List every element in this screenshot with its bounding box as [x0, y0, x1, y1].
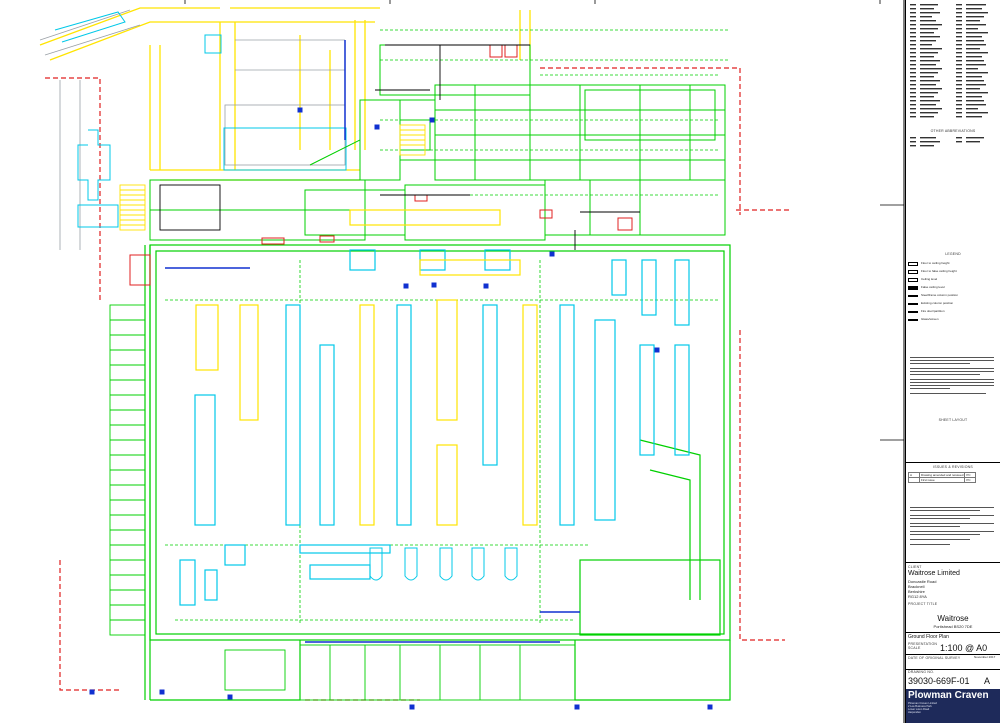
- abbreviations-list: [908, 2, 998, 130]
- title-block: OTHER ABBREVIATIONS LEGEND Floor to ceil…: [905, 0, 1000, 723]
- legend-swatch: [908, 278, 918, 282]
- floor-plan-drawing: [39, 0, 905, 723]
- drawing-number: 39030-669F-01: [908, 676, 970, 686]
- rev-desc: Drawing amended and reissued: [918, 472, 966, 478]
- table-row: First issue PC: [908, 477, 977, 483]
- column-markers: [89, 107, 713, 710]
- legend-item: Fire door/partition: [908, 308, 998, 316]
- legend-label: Floor to ceiling height: [921, 262, 950, 266]
- legend-label: Floor to false ceiling height: [921, 270, 957, 274]
- scale-label: PRESENTATION SCALE: [908, 642, 938, 650]
- notes-block: [908, 355, 998, 410]
- legend-item: Ceiling level: [908, 276, 998, 284]
- sheet-title: Ground Floor Plan: [908, 634, 949, 640]
- table-row: A Drawing amended and reissued PC: [908, 472, 977, 478]
- checkouts: [369, 547, 518, 581]
- road-markings: [39, 7, 531, 181]
- legend-swatch: [908, 319, 918, 321]
- client-address: Doncastle Road Bracknell Berkshire RG12 …: [908, 579, 998, 599]
- legend-item: Floor to ceiling height: [908, 260, 998, 268]
- logo-line: Lower Luton Road: [908, 708, 930, 711]
- survey-date-label: DATE OF ORIGINAL SURVEY: [908, 656, 961, 660]
- service-lines: [165, 29, 730, 625]
- grid-ticks: [184, 0, 904, 441]
- legend-swatch: [908, 295, 918, 297]
- rev-by: PC: [964, 477, 977, 483]
- lift-core: [129, 44, 633, 286]
- legend-heading: LEGEND: [945, 252, 961, 256]
- issues-heading: ISSUES & REVISIONS: [933, 465, 973, 469]
- legend-label: Ceiling level: [921, 278, 938, 282]
- address-line: Berkshire: [908, 589, 925, 594]
- drawing-no-label: DRAWING No.: [908, 670, 935, 674]
- client-label: CLIENT: [908, 565, 922, 569]
- south-car-park: [224, 644, 576, 701]
- parking-bays: [109, 304, 146, 636]
- legend-swatch: [908, 303, 918, 305]
- legend-item: Glass/screen: [908, 316, 998, 324]
- display-units-yellow: [195, 209, 538, 526]
- address-line: RG12 8YA: [908, 594, 927, 599]
- plant-fixtures: [54, 11, 347, 228]
- disclaimer-block: [908, 505, 998, 555]
- site-boundary: [45, 67, 790, 701]
- legend-label: Fire door/partition: [921, 310, 945, 314]
- legend-swatch: [908, 270, 918, 274]
- revisions-table: A Drawing amended and reissued PC First …: [908, 472, 977, 483]
- legend-swatch: [908, 262, 918, 266]
- legend: Floor to ceiling height Floor to false c…: [908, 260, 998, 324]
- legend-label: False ceiling level: [921, 286, 945, 290]
- legend-item: Floor to false ceiling height: [908, 268, 998, 276]
- other-abbreviations-heading: OTHER ABBREVIATIONS: [930, 129, 976, 133]
- scale-value: 1:100 @ A0: [940, 643, 988, 653]
- revision-letter: A: [984, 676, 991, 686]
- legend-item: Steel/frame column position: [908, 292, 998, 300]
- legend-label: Steel/frame column position: [921, 294, 959, 298]
- project-address: Portishead BS20 7DE: [933, 624, 973, 629]
- legend-swatch: [908, 311, 918, 313]
- abbreviations-text-block: [910, 4, 988, 118]
- project-label: PROJECT TITLE: [908, 602, 938, 606]
- blue-wall-lines: [165, 40, 580, 643]
- staircase: [119, 124, 426, 231]
- rev-cell: [908, 477, 920, 483]
- back-of-house: [149, 44, 726, 241]
- client-name: Waitrose Limited: [908, 570, 960, 577]
- legend-item: Existing column position: [908, 300, 998, 308]
- kerb-lines: [39, 9, 346, 250]
- logo-line: 2 Lea Business Park: [908, 705, 932, 708]
- structure-lines: [159, 44, 640, 250]
- project-name: Waitrose: [937, 614, 969, 623]
- legend-label: Glass/screen: [921, 318, 939, 322]
- rev-desc: First issue: [918, 477, 966, 483]
- gondola-units-cyan: [179, 249, 690, 606]
- address-line: Bracknell: [908, 584, 925, 589]
- logo-name: Plowman Craven: [908, 690, 989, 701]
- company-logo: Plowman Craven Plowman Craven Limited 2 …: [906, 689, 1000, 723]
- sheet-layout-label: SHEET LAYOUT: [938, 418, 968, 422]
- logo-line: Plowman Craven Limited: [908, 702, 937, 705]
- legend-swatch: [908, 286, 918, 290]
- logo-line: Harpenden: [908, 711, 921, 714]
- legend-item: False ceiling level: [908, 284, 998, 292]
- address-line: Doncastle Road: [908, 579, 937, 584]
- legend-label: Existing column position: [921, 302, 954, 306]
- survey-date: November 2017: [974, 656, 996, 659]
- other-abbreviations-list: [908, 136, 998, 155]
